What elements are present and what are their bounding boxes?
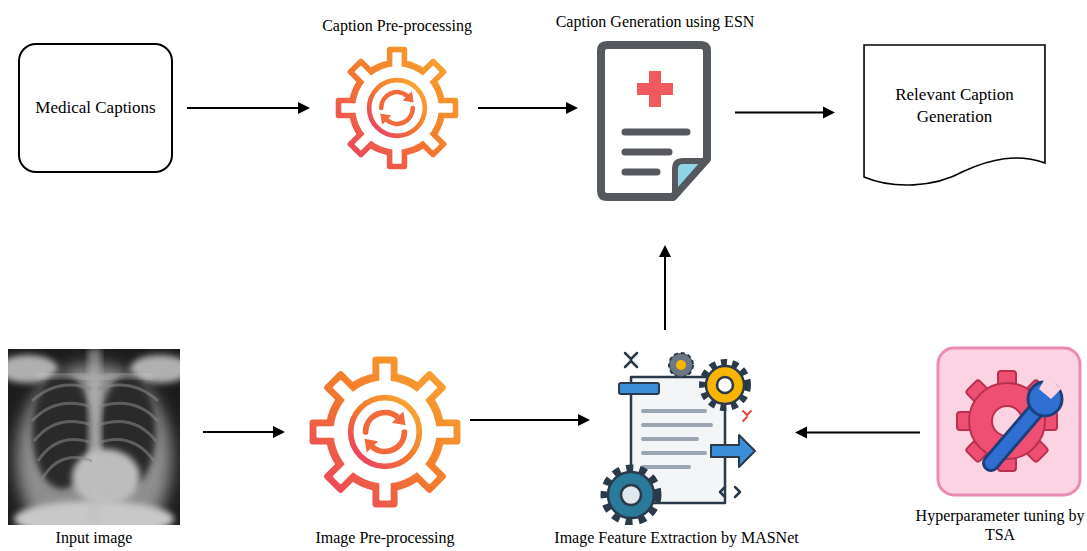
document-outline-path xyxy=(864,45,1045,185)
arrow-line xyxy=(735,112,824,114)
node-label: Relevant Caption Generation xyxy=(882,84,1027,128)
flow-arrow xyxy=(478,102,578,114)
tuning-icon xyxy=(935,345,1083,498)
node-label: Input image xyxy=(56,529,133,547)
feature-extraction-icon xyxy=(593,345,760,525)
arrow-head xyxy=(273,426,285,438)
node-label: Medical Captions xyxy=(35,97,155,119)
arrow-line xyxy=(478,107,567,109)
icon-node: Hyperparameter tuning by TSA xyxy=(935,345,1083,498)
icon-node: Input image xyxy=(8,349,180,525)
node-label: Image Feature Extraction by MASNet xyxy=(554,529,798,547)
icon-node: Caption Pre-processing xyxy=(332,43,462,173)
xray-image xyxy=(8,349,180,525)
flow-arrow xyxy=(470,414,590,426)
flow-arrow xyxy=(659,245,671,330)
arrow-head xyxy=(566,102,578,114)
arrow-line xyxy=(806,432,920,434)
arrow-head xyxy=(795,427,807,439)
flow-arrow xyxy=(735,107,835,119)
document-icon xyxy=(595,37,715,205)
node-label: Hyperparameter tuning by TSA xyxy=(915,506,1085,544)
gear-icon xyxy=(332,43,462,173)
flow-arrow xyxy=(795,427,920,439)
document-shape: Relevant Caption Generation xyxy=(862,43,1047,190)
node-label: Caption Generation using ESN xyxy=(556,13,755,31)
node-label: Image Pre-processing xyxy=(315,529,454,547)
flow-arrow xyxy=(187,102,310,114)
arrow-head xyxy=(298,102,310,114)
arrow-line xyxy=(203,431,274,433)
flow-arrow xyxy=(203,426,285,438)
arrow-head xyxy=(659,245,671,257)
arrow-line xyxy=(664,256,666,330)
arrow-line xyxy=(187,107,299,109)
icon-node: Image Feature Extraction by MASNet xyxy=(593,345,760,525)
arrow-head xyxy=(578,414,590,426)
node-label: Caption Pre-processing xyxy=(322,17,472,35)
arrow-head xyxy=(823,107,835,119)
arrow-line xyxy=(470,419,579,421)
icon-node: Caption Generation using ESN xyxy=(595,37,715,205)
icon-node: Image Pre-processing xyxy=(305,352,465,512)
process-box: Medical Captions xyxy=(18,43,173,173)
gear-icon xyxy=(305,352,465,512)
